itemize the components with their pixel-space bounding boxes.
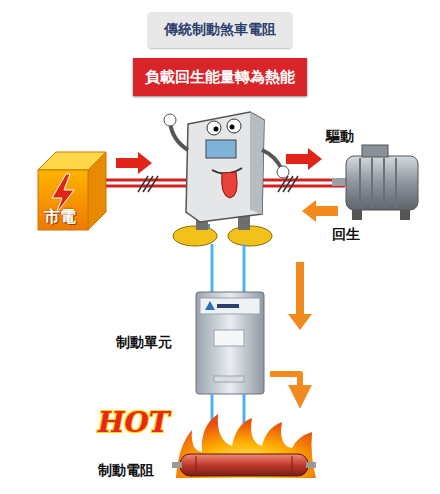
title-box: 傳統制動煞車電阻 bbox=[148, 12, 292, 48]
unit-label: 制動單元 bbox=[116, 334, 172, 352]
braking-unit-box: 制動單元 bbox=[108, 288, 270, 398]
power-label: 市電 bbox=[44, 207, 76, 228]
banner-box: 負載回生能量轉為熱能 bbox=[133, 58, 307, 96]
power-source-box: 市電 bbox=[36, 150, 108, 232]
resistor-label: 制動電阻 bbox=[98, 462, 154, 480]
energy-arrow bbox=[270, 374, 300, 398]
title-text: 傳統制動煞車電阻 bbox=[164, 21, 276, 39]
regen-label: 回生 bbox=[332, 226, 360, 244]
hot-text: HOT bbox=[98, 406, 170, 439]
braking-resistor-box: HOT 制動電阻 bbox=[92, 404, 318, 488]
banner-text: 負載回生能量轉為熱能 bbox=[145, 68, 295, 87]
drive-label: 驅動 bbox=[326, 128, 354, 146]
